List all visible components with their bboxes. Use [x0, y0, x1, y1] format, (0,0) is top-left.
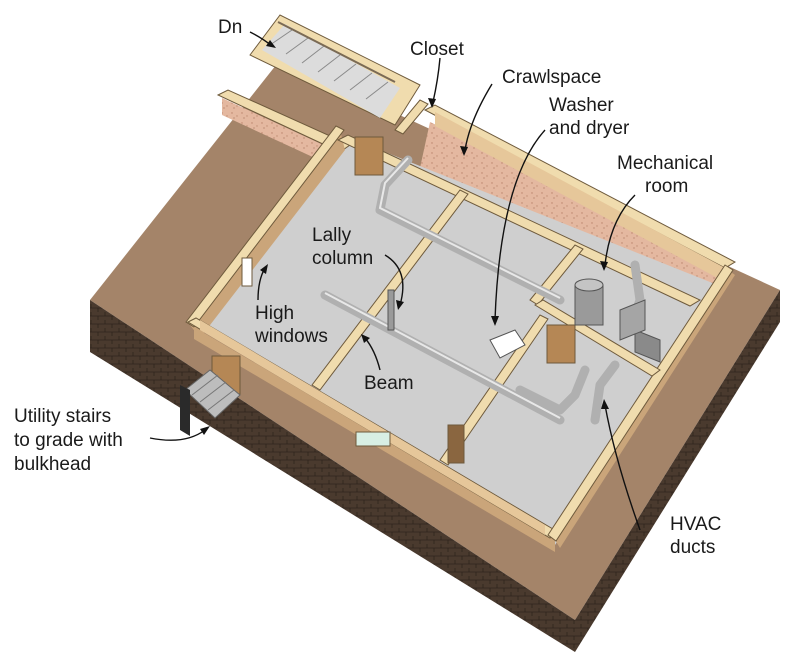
- label-utility-line3: bulkhead: [14, 454, 91, 475]
- washer-dryer: [489, 329, 526, 359]
- crawlspace-upper-left: [222, 98, 330, 165]
- left-outer-wall-face: [190, 130, 345, 338]
- right-wall-face: [555, 270, 735, 548]
- partition-hvac-room-left: [439, 314, 549, 466]
- high-window-left: [241, 257, 253, 287]
- label-utility-line1: Utility stairs: [14, 406, 111, 427]
- label-washer-line2: and dryer: [549, 118, 630, 139]
- label-hvac-line2: ducts: [670, 537, 715, 558]
- label-hvac-line1: HVAC: [670, 514, 721, 535]
- basement-floor: [205, 138, 725, 545]
- label-dn: Dn: [218, 17, 242, 38]
- stairwell: [249, 14, 421, 126]
- front-left-wall-inner: [200, 320, 545, 535]
- label-high-line1: High: [255, 303, 294, 324]
- label-beam: Beam: [364, 373, 414, 394]
- foundation-right-face: [575, 290, 780, 652]
- right-wall-top: [547, 264, 734, 542]
- door-lower: [447, 424, 465, 464]
- label-washer-line1: Washer: [549, 95, 614, 116]
- label-crawlspace: Crawlspace: [502, 67, 601, 88]
- label-utility-line2: to grade with: [14, 430, 123, 451]
- label-lally-line2: column: [312, 248, 373, 269]
- partition-mechanical-bottom: [534, 299, 661, 377]
- lally-column: [387, 289, 395, 331]
- crawlspace-top: [420, 122, 730, 300]
- back-wall-top-face: [435, 112, 725, 282]
- label-lally-line1: Lally: [312, 225, 352, 246]
- label-mechanical-line2: room: [645, 176, 688, 197]
- partition-closet: [394, 99, 429, 135]
- leader-lines: [149, 31, 641, 531]
- label-mechanical-line1: Mechanical: [617, 153, 713, 174]
- label-closet: Closet: [410, 39, 465, 60]
- door-upper: [354, 136, 384, 176]
- door-mechanical: [546, 324, 576, 364]
- mechanical-equipment: [574, 278, 661, 363]
- left-outer-wall-top: [185, 125, 345, 328]
- bulkhead-stairs: [180, 369, 241, 436]
- label-high-line2: windows: [254, 326, 328, 347]
- high-window-front: [355, 431, 391, 447]
